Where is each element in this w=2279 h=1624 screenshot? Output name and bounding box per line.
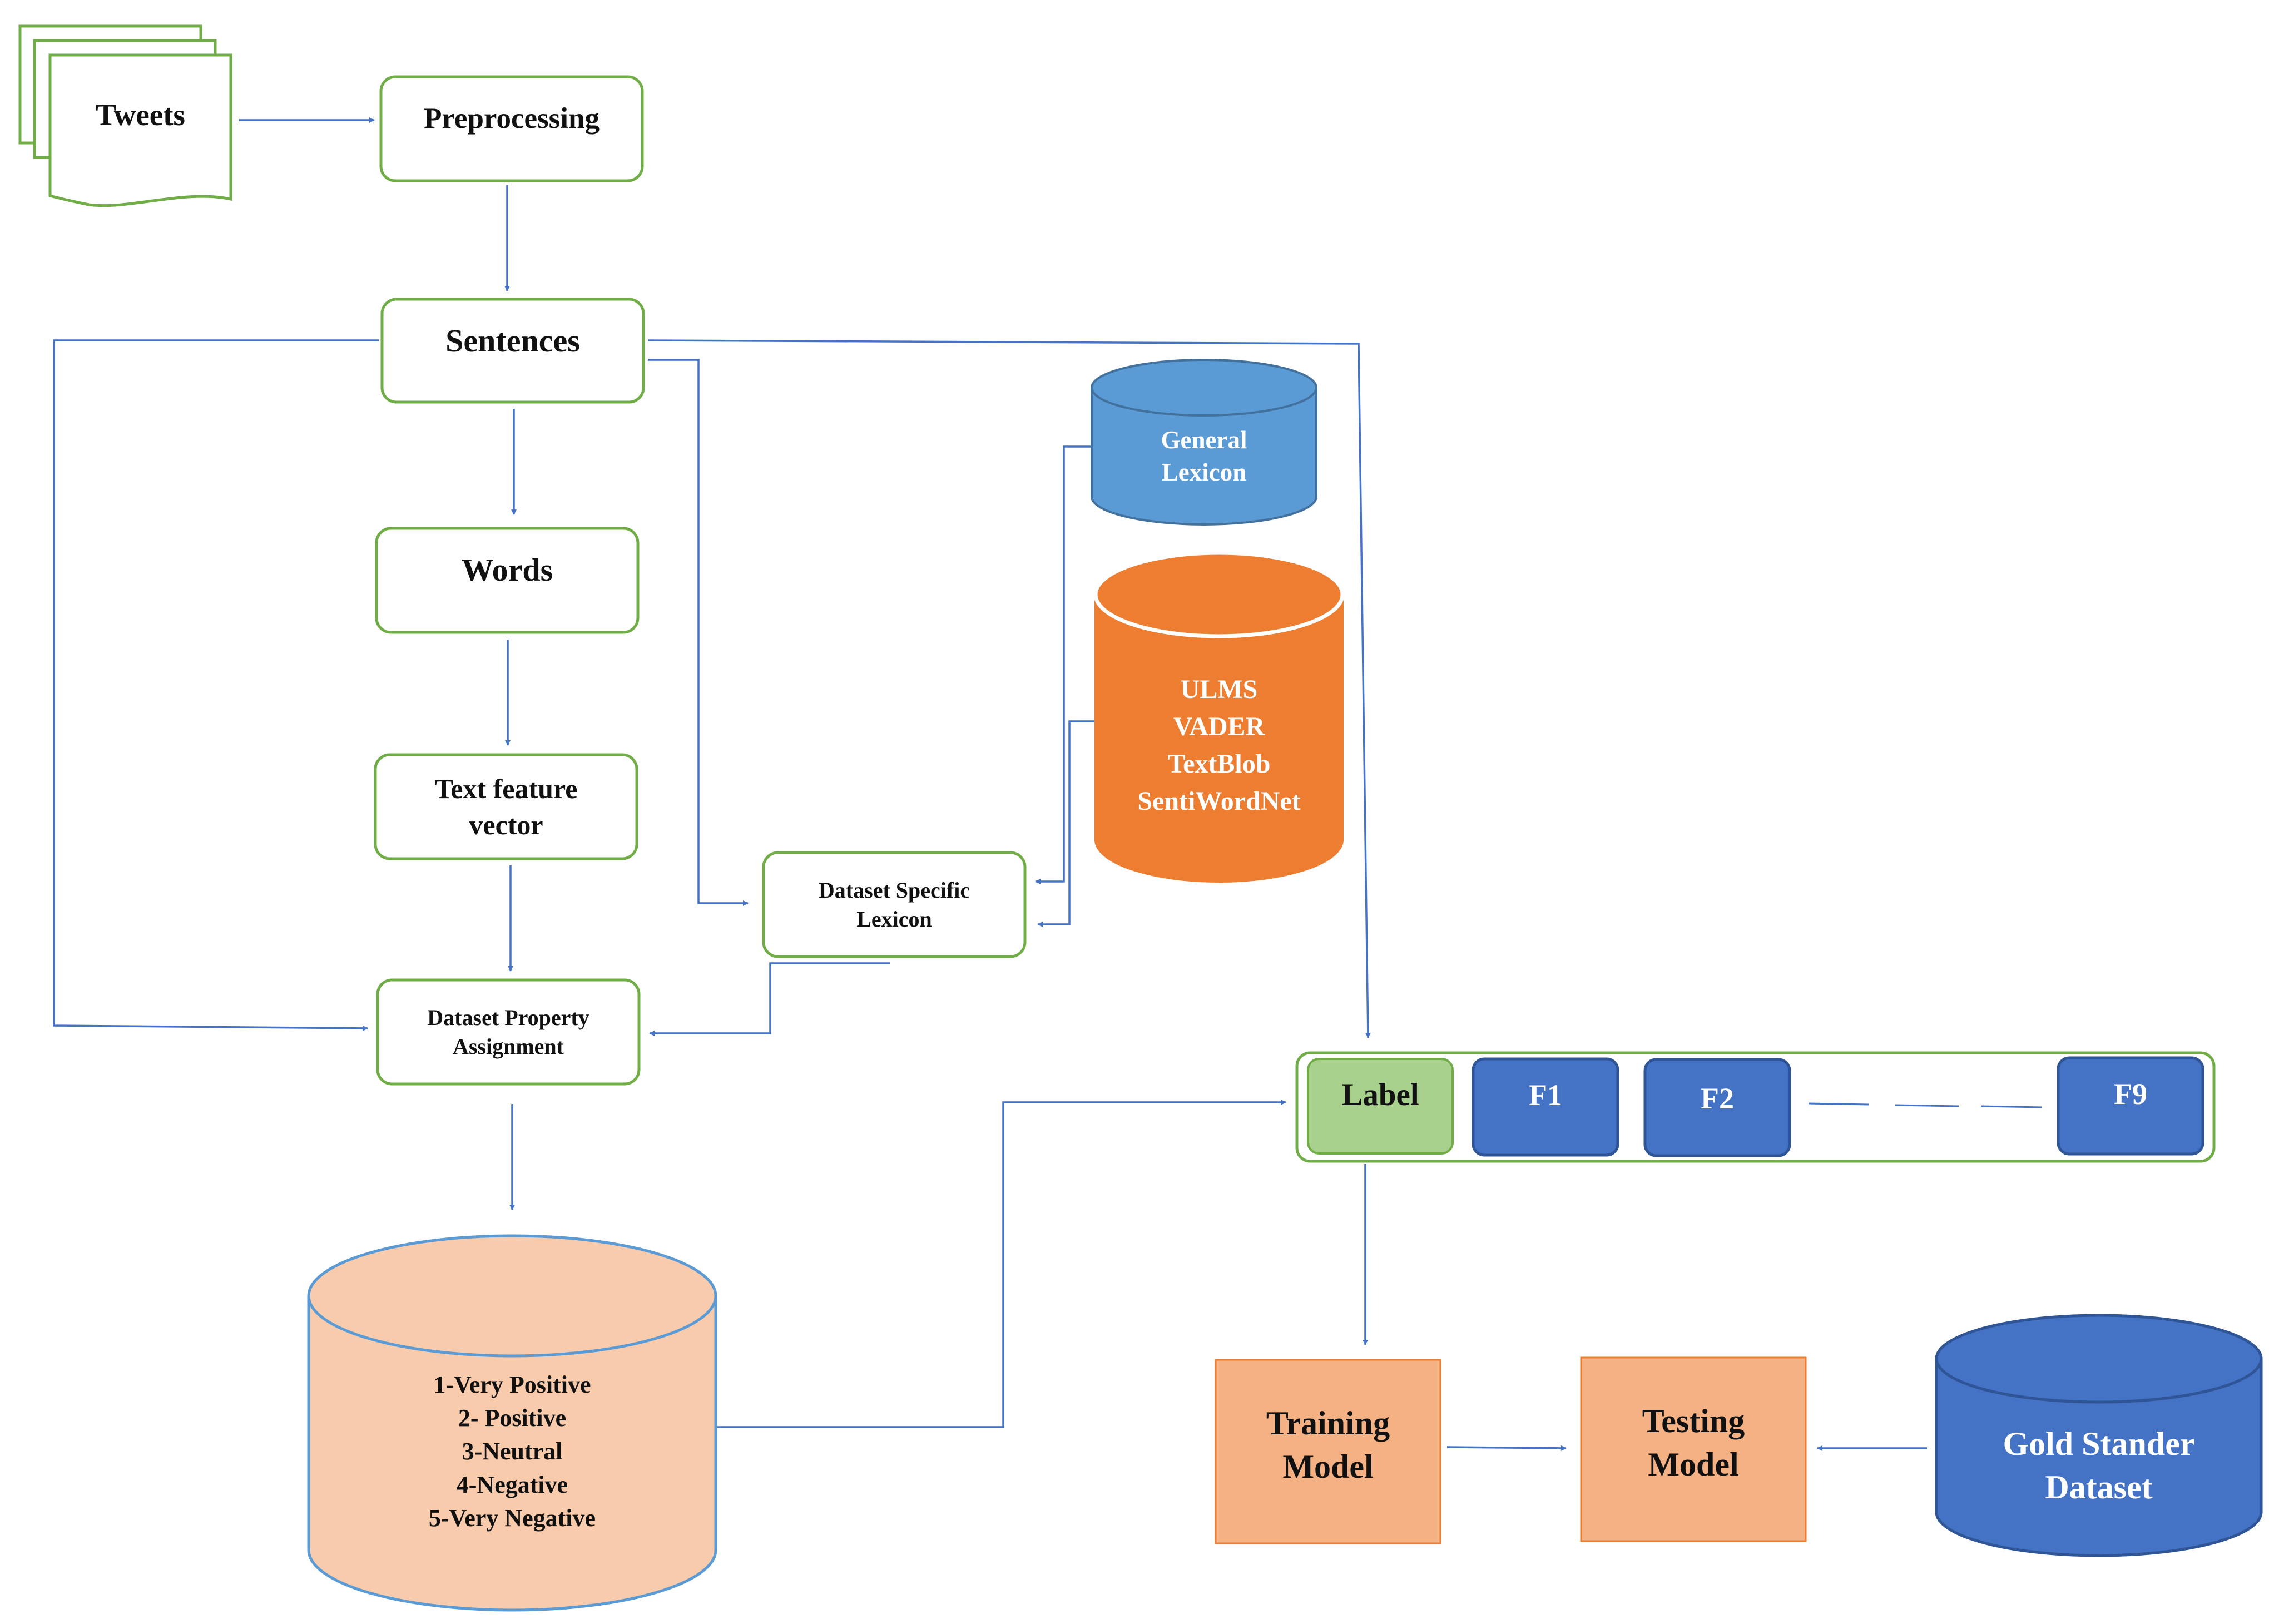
- training-line-2: Model: [1282, 1448, 1374, 1485]
- property-line-2: Assignment: [452, 1033, 564, 1059]
- text-feature-line-2: vector: [469, 809, 543, 840]
- property-line-1: Dataset Property: [427, 1004, 589, 1030]
- feature-f2-text: F2: [1701, 1081, 1734, 1115]
- dataset-property-assignment-label: Dataset Property Assignment: [378, 980, 639, 1084]
- testing-model-label: Testing Model: [1581, 1358, 1806, 1527]
- arrow-sentences-to-dataset-lexicon: [648, 359, 749, 906]
- label-cell-text: Label: [1308, 1059, 1453, 1131]
- gold-line-1: Gold Stander: [2003, 1425, 2195, 1462]
- gold-dataset-label: Gold Stander Dataset: [1936, 1390, 2261, 1541]
- arrow-classes-to-feature-row: [717, 1100, 1286, 1428]
- text-feature-line-1: Text feature: [434, 773, 578, 804]
- words-label: Words: [376, 528, 638, 612]
- class-very-negative: 5-Very Negative: [428, 1504, 596, 1532]
- feature-cell-f9: [2057, 1056, 2204, 1156]
- label-text: Label: [1341, 1077, 1419, 1112]
- dataset-lexicon-line-2: Lexicon: [856, 906, 932, 932]
- feature-cell-f1: [1472, 1057, 1619, 1157]
- training-model-box: [1215, 1359, 1441, 1544]
- feature-f9-text: F9: [2114, 1077, 2147, 1111]
- class-positive: 2- Positive: [458, 1404, 567, 1432]
- feature-f9-label: F9: [2058, 1058, 2203, 1130]
- text-feature-vector-box: [374, 753, 638, 860]
- testing-line-2: Model: [1648, 1445, 1739, 1483]
- preprocessing-label: Preprocessing: [381, 77, 642, 160]
- class-very-positive: 1-Very Positive: [433, 1371, 591, 1399]
- tool-ulms: ULMS: [1180, 674, 1258, 704]
- dataset-specific-lexicon-label: Dataset Specific Lexicon: [764, 853, 1025, 957]
- tool-vader: VADER: [1173, 711, 1265, 741]
- sentences-text: Sentences: [445, 323, 580, 359]
- general-lexicon-label: General Lexicon: [1092, 412, 1316, 501]
- training-model-label: Training Model: [1216, 1360, 1440, 1529]
- tweets-label: Tweets: [50, 55, 231, 175]
- feature-f1-text: F1: [1529, 1078, 1562, 1112]
- general-lexicon-cylinder: [1091, 359, 1317, 526]
- preprocessing-box: [379, 75, 644, 182]
- sentences-box: [380, 298, 645, 404]
- dataset-property-assignment-box: [376, 978, 641, 1086]
- tool-sentiwordnet: SentiWordNet: [1137, 786, 1301, 816]
- testing-model-box: [1580, 1356, 1807, 1542]
- lexicon-tools-cylinder: [1093, 551, 1345, 883]
- training-line-1: Training: [1266, 1404, 1390, 1442]
- gold-line-2: Dataset: [2045, 1469, 2153, 1506]
- dataset-lexicon-line-1: Dataset Specific: [818, 877, 970, 903]
- tool-textblob: TextBlob: [1167, 749, 1271, 779]
- feature-f2-label: F2: [1645, 1059, 1790, 1137]
- tweets-document-stack: [18, 24, 232, 207]
- feature-cell-f2: [1643, 1058, 1791, 1157]
- general-lexicon-line-2: Lexicon: [1161, 458, 1247, 486]
- lexicon-tools-label: ULMS VADER TextBlob SentiWordNet: [1096, 662, 1342, 829]
- class-negative: 4-Negative: [456, 1470, 568, 1498]
- sentences-label: Sentences: [382, 299, 643, 383]
- arrow-tools-to-dataset-lexicon: [1037, 720, 1094, 927]
- testing-line-1: Testing: [1642, 1402, 1745, 1439]
- words-box: [375, 527, 640, 634]
- arrow-dataset-lexicon-to-property: [649, 962, 890, 1036]
- feature-f1-label: F1: [1473, 1059, 1618, 1131]
- arrow-general-lexicon-to-dataset-lexicon: [1035, 445, 1091, 884]
- words-text: Words: [461, 552, 553, 588]
- sentiment-classes-cylinder: [307, 1234, 717, 1612]
- arrow-sentences-to-label: [647, 339, 1371, 1038]
- general-lexicon-line-1: General: [1161, 425, 1247, 454]
- sentiment-classes-label: 1-Very Positive 2- Positive 3-Neutral 4-…: [309, 1357, 716, 1546]
- arrow-training-to-testing: [1446, 1445, 1567, 1451]
- text-feature-vector-label: Text feature vector: [375, 755, 637, 859]
- dataset-specific-lexicon-box: [762, 851, 1027, 958]
- gold-dataset-cylinder: [1935, 1314, 2263, 1557]
- label-cell: [1307, 1058, 1454, 1155]
- preprocessing-text: Preprocessing: [423, 102, 600, 135]
- arrow-sentences-to-property: [53, 339, 379, 1031]
- tweets-text: Tweets: [96, 97, 185, 132]
- feature-ellipsis-dashes: [1808, 1102, 2043, 1108]
- class-neutral: 3-Neutral: [462, 1438, 563, 1465]
